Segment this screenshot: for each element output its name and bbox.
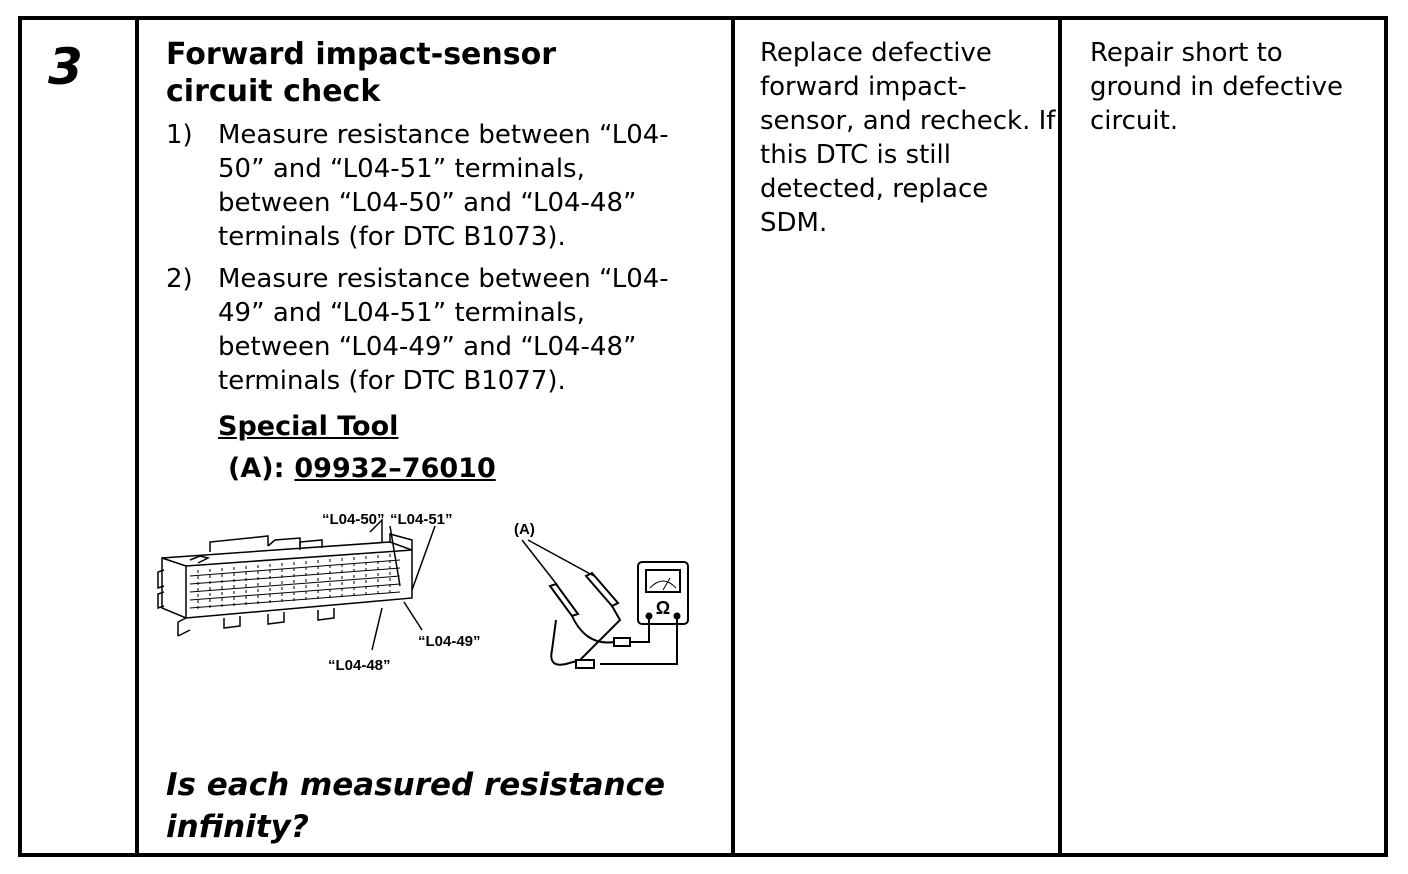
- label-l04-48: “L04-48”: [328, 657, 391, 674]
- step-item-text: Measure resistance between “L04-50” and …: [218, 120, 669, 252]
- no-action-cell: Repair short to ground in defective circ…: [1078, 20, 1386, 853]
- column-divider: [731, 20, 735, 853]
- step-item-number: 2): [166, 264, 193, 294]
- step-item-number: 1): [166, 120, 193, 150]
- step-item-text: Measure resistance between “L04-49” and …: [218, 264, 669, 396]
- no-action-text: Repair short to ground in defective circ…: [1090, 38, 1343, 136]
- label-l04-49: “L04-49”: [418, 633, 481, 650]
- step-number: 3: [48, 38, 83, 96]
- sdm-connector-illustration: [157, 518, 436, 651]
- procedure-table: 3 Forward impact-sensor circuit check 1)…: [18, 16, 1388, 857]
- connector-measurement-figure: “L04-50” “L04-51” “L04-49” “L04-48” (A) …: [157, 511, 689, 674]
- special-tool-heading: Special Tool: [218, 411, 399, 442]
- check-title: Forward impact-sensor circuit check: [166, 37, 557, 109]
- yes-action-cell: Replace defective forward impact-sensor,…: [748, 20, 1073, 853]
- list-item: 2) Measure resistance between “L04-49” a…: [166, 262, 704, 398]
- label-l04-51: “L04-51”: [390, 511, 453, 528]
- check-question: Is each measured resistance infinity?: [166, 767, 666, 845]
- step-list: 1) Measure resistance between “L04-50” a…: [166, 118, 669, 398]
- column-divider: [135, 20, 139, 853]
- tool-code: 09932–76010: [294, 453, 496, 484]
- ohm-icon: Ω: [656, 598, 670, 618]
- label-a: (A): [514, 521, 535, 538]
- yes-action-text: Replace defective forward impact-sensor,…: [760, 38, 1056, 238]
- check-cell: Forward impact-sensor circuit check 1) M…: [152, 20, 669, 853]
- multimeter-illustration: [521, 539, 689, 669]
- column-divider: [1058, 20, 1062, 853]
- special-tool-row: (A): 09932–76010: [228, 452, 614, 486]
- label-l04-50: “L04-50”: [322, 511, 385, 528]
- list-item: 1) Measure resistance between “L04-50” a…: [166, 118, 704, 254]
- tool-label: (A):: [228, 453, 285, 484]
